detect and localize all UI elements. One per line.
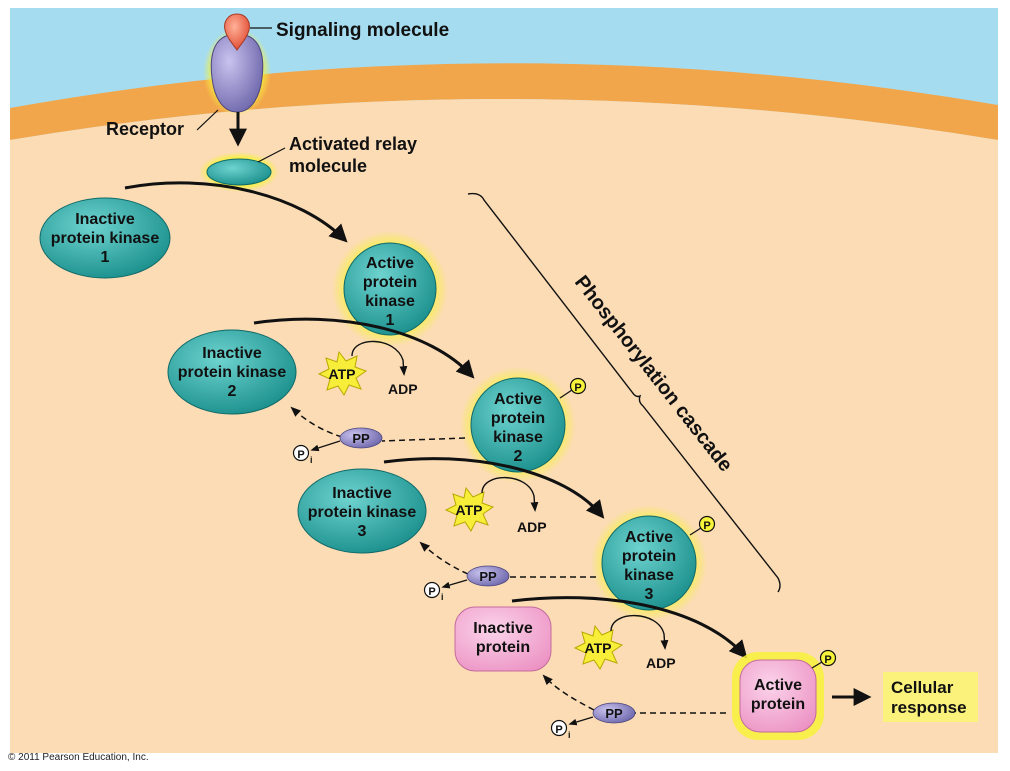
svg-text:P: P (703, 520, 710, 532)
adp-label-1: ADP (388, 381, 418, 397)
dephosphorylation-path-1 (381, 437, 466, 442)
phosphate-3 (698, 515, 716, 533)
relay-label-line1: Activated relay (289, 134, 417, 154)
copyright-notice: © 2011 Pearson Education, Inc. (8, 752, 149, 763)
svg-text:i: i (441, 592, 444, 602)
active-kinase-1-line1: Active (366, 255, 414, 272)
relay-label-line2: molecule (289, 156, 367, 176)
atp-burst-3: ATP (573, 624, 624, 670)
active-kinase-2-line2: protein (491, 410, 545, 427)
inactive-kinase-2-line2: protein kinase (178, 364, 287, 381)
phosphate-2 (569, 377, 587, 395)
active-protein-line1: Active (754, 677, 802, 694)
active-kinase-2 (470, 377, 566, 473)
cellular-response-box (883, 672, 978, 722)
svg-text:PP: PP (352, 431, 370, 446)
inactive-kinase-3 (297, 468, 427, 554)
adp-label-2: ADP (517, 519, 547, 535)
activation-arrow-2 (253, 317, 475, 379)
inactive-kinase-1 (39, 197, 171, 279)
pp-phosphatase-3 (592, 702, 636, 724)
pi-1 (292, 444, 310, 462)
phosphate-protein (819, 649, 837, 667)
inactive-kinase-3-line3: 3 (358, 523, 367, 540)
atp-label-3: ATP (585, 640, 612, 656)
inactive-kinase-1-line1: Inactive (75, 211, 135, 228)
active-kinase-3-line3: kinase (624, 567, 674, 584)
activation-arrow-4 (511, 596, 748, 659)
pp-phosphatase-1 (339, 427, 383, 449)
pi-3 (550, 719, 568, 737)
active-kinase-1-line2: protein (363, 274, 417, 291)
inactive-kinase-3-line1: Inactive (332, 485, 392, 502)
inactive-kinase-1-line3: 1 (101, 249, 110, 266)
atp-label-2: ATP (456, 502, 483, 518)
activation-arrow-1 (124, 181, 348, 243)
svg-text:P: P (297, 449, 304, 461)
svg-text:PP: PP (479, 569, 497, 584)
svg-text:i: i (568, 730, 571, 740)
inactive-protein (454, 606, 552, 672)
active-kinase-2-line4: 2 (514, 448, 523, 465)
pi-2 (423, 581, 441, 599)
active-kinase-2-line1: Active (494, 391, 542, 408)
pp-phosphatase-2 (466, 565, 510, 587)
inactive-protein-line2: protein (476, 639, 530, 656)
svg-text:P: P (574, 382, 581, 394)
active-kinase-1-line3: kinase (365, 293, 415, 310)
svg-text:P: P (824, 654, 831, 666)
active-protein (739, 659, 817, 733)
inactive-protein-line1: Inactive (473, 620, 533, 637)
inactive-kinase-2-line1: Inactive (202, 345, 262, 362)
inactive-kinase-2 (167, 329, 297, 415)
svg-text:PP: PP (605, 706, 623, 721)
active-protein-line2: protein (751, 696, 805, 713)
atp-burst-2: ATP (444, 486, 495, 532)
cellular-response-line2: response (891, 698, 967, 717)
svg-text:P: P (555, 724, 562, 736)
svg-text:i: i (310, 455, 313, 465)
cellular-response-line1: Cellular (891, 678, 954, 697)
adp-label-3: ADP (646, 655, 676, 671)
signaling-molecule-label: Signaling molecule (276, 20, 449, 41)
receptor-label: Receptor (106, 119, 184, 139)
svg-text:P: P (428, 586, 435, 598)
atp-label-1: ATP (329, 366, 356, 382)
activation-arrow-3 (383, 457, 605, 519)
active-kinase-1 (343, 242, 437, 336)
signaling-molecule (224, 13, 250, 51)
active-kinase-3-line1: Active (625, 529, 673, 546)
cascade-bracket (467, 192, 781, 593)
active-kinase-3 (601, 515, 697, 611)
atp-burst-1: ATP (317, 350, 368, 396)
active-kinase-3-line4: 3 (645, 586, 654, 603)
active-kinase-3-line2: protein (622, 548, 676, 565)
active-kinase-2-line3: kinase (493, 429, 543, 446)
active-kinase-1-line4: 1 (386, 312, 395, 329)
inactive-kinase-2-line3: 2 (228, 383, 237, 400)
inactive-kinase-3-line2: protein kinase (308, 504, 417, 521)
inactive-kinase-1-line2: protein kinase (51, 230, 160, 247)
activated-relay-molecule (206, 158, 272, 186)
